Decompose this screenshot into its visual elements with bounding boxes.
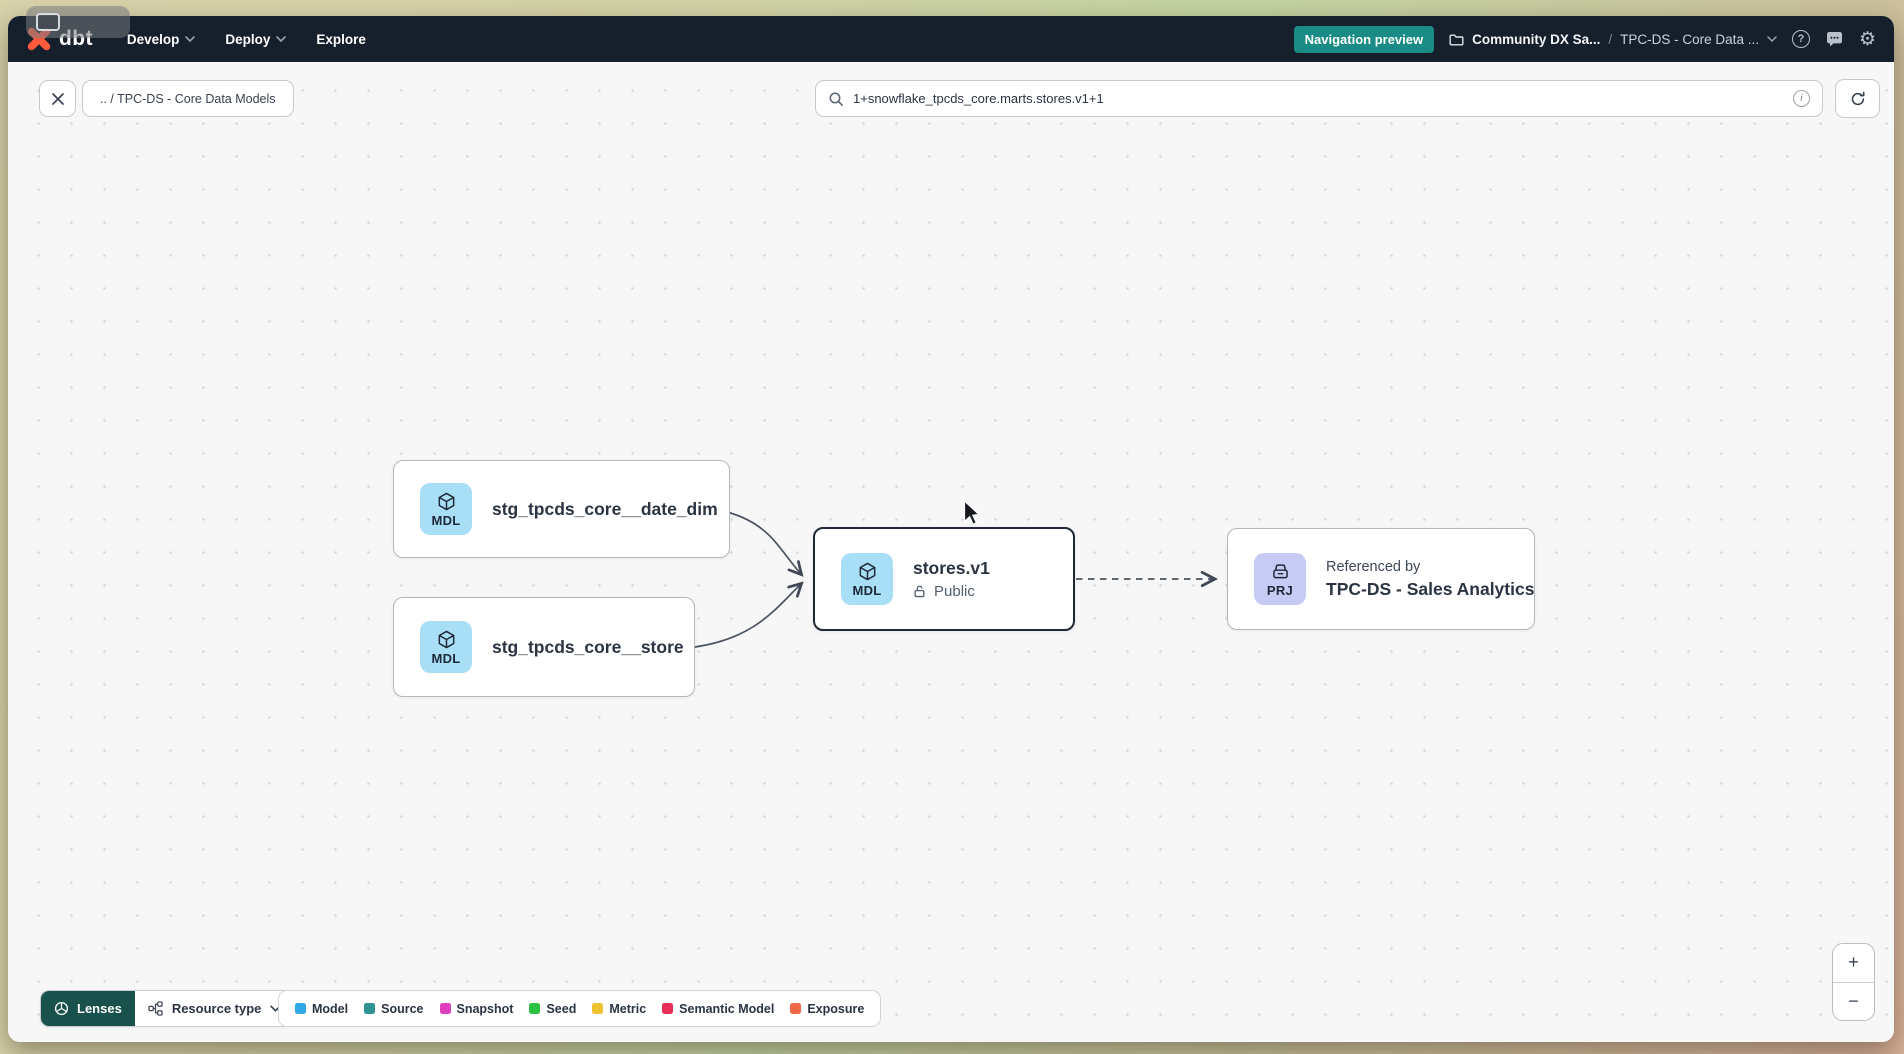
help-button[interactable]: ? bbox=[1791, 30, 1810, 48]
archive-icon bbox=[1272, 563, 1288, 578]
legend-label: Source bbox=[381, 1001, 424, 1016]
feedback-button[interactable] bbox=[1825, 31, 1844, 48]
node-label: stores.v1 bbox=[913, 558, 990, 578]
legend-label: Snapshot bbox=[456, 1001, 514, 1016]
access-label: Public bbox=[934, 583, 975, 600]
cube-icon bbox=[438, 630, 454, 648]
info-icon[interactable]: i bbox=[1793, 90, 1810, 107]
legend-swatch bbox=[364, 1003, 376, 1014]
node-stores-v1[interactable]: MDL stores.v1 Public bbox=[813, 527, 1075, 631]
screen-share-icon bbox=[36, 13, 60, 31]
refresh-lineage-button[interactable] bbox=[1835, 79, 1880, 118]
navigation-preview-badge[interactable]: Navigation preview bbox=[1293, 25, 1435, 53]
edge-date-dim-to-stores bbox=[726, 511, 804, 577]
project-name: TPC-DS - Core Data ... bbox=[1620, 31, 1759, 47]
model-badge: MDL bbox=[420, 621, 472, 673]
lineage-search-bar[interactable]: 1+snowflake_tpcds_core.marts.stores.v1+1… bbox=[815, 80, 1823, 117]
lineage-canvas[interactable]: .. / TPC-DS - Core Data Models 1+snowfla… bbox=[8, 62, 1894, 1042]
open-lock-icon bbox=[914, 585, 925, 598]
legend-label: Exposure bbox=[807, 1001, 865, 1016]
legend-swatch bbox=[439, 1003, 451, 1014]
recording-indicator-pill bbox=[26, 6, 130, 38]
folder-icon bbox=[1449, 34, 1464, 45]
legend-item-exposure: Exposure bbox=[790, 1002, 864, 1016]
model-badge: MDL bbox=[841, 553, 893, 605]
feedback-icon bbox=[1826, 31, 1842, 46]
legend-swatch bbox=[592, 1003, 604, 1014]
nav-develop[interactable]: Develop bbox=[127, 32, 196, 47]
legend-label: Metric bbox=[609, 1001, 647, 1016]
help-icon: ? bbox=[1791, 30, 1810, 48]
resource-graph-icon bbox=[148, 1001, 163, 1016]
badge-label: MDL bbox=[431, 512, 461, 528]
nav-deploy-label: Deploy bbox=[225, 31, 271, 47]
node-referenced-by-sales-analytics[interactable]: PRJ Referenced by TPC-DS - Sales Analyti… bbox=[1227, 528, 1535, 630]
node-stg-tpcds-core-date-dim[interactable]: MDL stg_tpcds_core__date_dim bbox=[393, 460, 730, 558]
badge-label: MDL bbox=[431, 650, 461, 666]
refresh-icon bbox=[1851, 91, 1864, 105]
nav-explore[interactable]: Explore bbox=[316, 32, 366, 47]
legend-label: Seed bbox=[546, 1001, 577, 1016]
access-row: Public bbox=[913, 583, 990, 600]
chevron-down-icon bbox=[185, 36, 196, 42]
account-breadcrumb[interactable]: Community DX Sa... / TPC-DS - Core Data … bbox=[1449, 32, 1777, 47]
resource-type-dropdown[interactable]: Resource type bbox=[135, 991, 295, 1026]
zoom-controls: + − bbox=[1832, 943, 1875, 1021]
node-label: stg_tpcds_core__store bbox=[492, 636, 684, 657]
lenses-label: Lenses bbox=[77, 1001, 122, 1016]
legend-swatch bbox=[529, 1003, 541, 1014]
model-badge: MDL bbox=[420, 483, 472, 535]
app-window: dbt Develop Deploy Explore Navigation pr… bbox=[8, 16, 1894, 1042]
legend-item-snapshot: Snapshot bbox=[439, 1001, 514, 1016]
gear-icon: ⚙ bbox=[1858, 28, 1876, 50]
chevron-down-icon bbox=[1767, 36, 1777, 42]
node-label: stg_tpcds_core__date_dim bbox=[492, 498, 718, 519]
badge-label: MDL bbox=[852, 582, 882, 598]
nav-deploy[interactable]: Deploy bbox=[225, 31, 287, 47]
breadcrumb-chip[interactable]: .. / TPC-DS - Core Data Models bbox=[82, 80, 294, 117]
legend-swatch bbox=[295, 1003, 306, 1014]
zoom-out-button[interactable]: − bbox=[1833, 983, 1874, 1021]
nav-develop-label: Develop bbox=[126, 31, 180, 47]
edge-store-to-stores bbox=[694, 581, 804, 648]
legend-swatch bbox=[790, 1003, 802, 1014]
nav-explore-label: Explore bbox=[316, 31, 366, 47]
legend-label: Semantic Model bbox=[679, 1001, 775, 1016]
chevron-down-icon bbox=[276, 36, 287, 42]
node-overline: Referenced by bbox=[1326, 558, 1421, 575]
settings-button[interactable]: ⚙ bbox=[1859, 30, 1876, 49]
mouse-cursor bbox=[963, 500, 981, 525]
close-icon bbox=[51, 92, 64, 105]
search-input[interactable]: 1+snowflake_tpcds_core.marts.stores.v1+1 bbox=[853, 91, 1104, 106]
close-lineage-button[interactable] bbox=[39, 80, 76, 117]
account-name: Community DX Sa... bbox=[1472, 31, 1601, 47]
badge-label: PRJ bbox=[1266, 582, 1294, 598]
legend-swatch bbox=[662, 1003, 674, 1014]
search-icon bbox=[829, 92, 843, 106]
lens-icon bbox=[54, 1001, 69, 1016]
topbar-right-group: Navigation preview Community DX Sa... / … bbox=[1293, 25, 1876, 53]
resource-type-legend: Model Source Snapshot Seed Metric Semant… bbox=[278, 990, 882, 1027]
view-controls: Lenses Resource type bbox=[40, 990, 296, 1027]
cube-icon bbox=[438, 492, 454, 510]
cube-icon bbox=[859, 562, 875, 580]
legend-item-semantic-model: Semantic Model bbox=[662, 1002, 774, 1016]
legend-item-source: Source bbox=[364, 1001, 424, 1016]
legend-item-seed: Seed bbox=[529, 1002, 576, 1016]
lenses-button[interactable]: Lenses bbox=[41, 991, 135, 1026]
node-label: TPC-DS - Sales Analytics bbox=[1326, 578, 1535, 599]
top-navigation-bar: dbt Develop Deploy Explore Navigation pr… bbox=[8, 16, 1894, 62]
node-stg-tpcds-core-store[interactable]: MDL stg_tpcds_core__store bbox=[393, 597, 695, 697]
legend-item-metric: Metric bbox=[592, 1002, 646, 1016]
breadcrumb-separator: / bbox=[1608, 31, 1613, 47]
zoom-in-button[interactable]: + bbox=[1833, 944, 1874, 983]
primary-nav: Develop Deploy Explore bbox=[127, 32, 366, 47]
project-badge: PRJ bbox=[1254, 553, 1306, 605]
legend-item-model: Model bbox=[295, 1002, 348, 1016]
resource-type-label: Resource type bbox=[171, 1001, 262, 1016]
legend-label: Model bbox=[312, 1001, 349, 1016]
